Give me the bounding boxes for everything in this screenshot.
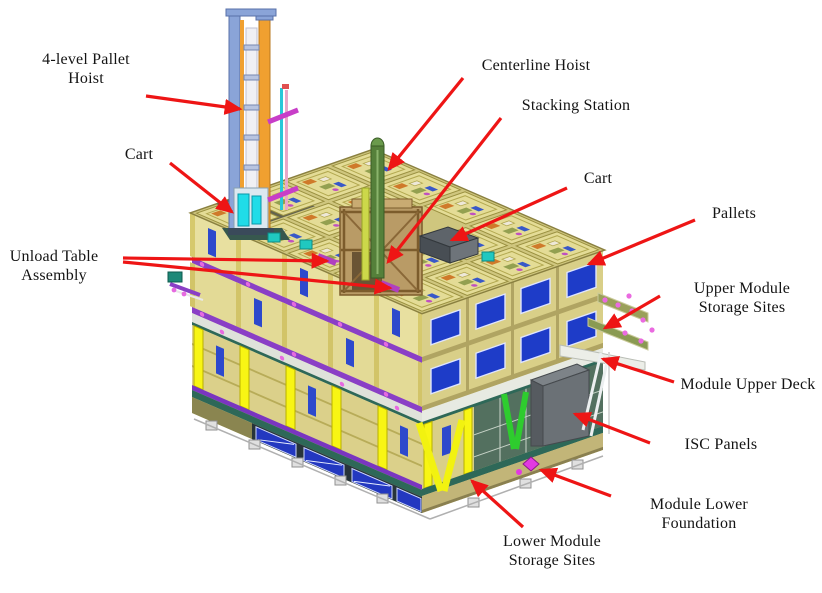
centerline-hoist-model (361, 137, 385, 281)
callout-module-lower-foundation: Module Lower Foundation (650, 495, 748, 533)
callout-label: Assembly (21, 267, 87, 284)
green-brace (501, 391, 529, 450)
callout-label: Hoist (68, 70, 104, 87)
callout-label: Storage Sites (698, 299, 786, 316)
callout-label: Cart (124, 146, 154, 163)
arrow-pallet-hoist (145, 94, 243, 115)
callout-label: Cart (583, 170, 613, 187)
arrow-lower-foundation (538, 467, 612, 498)
callout-cart-right: Cart (584, 169, 612, 188)
module-left-face (190, 212, 423, 513)
callout-lower-module-storage-sites: Lower Module Storage Sites (503, 532, 601, 570)
callout-label: Lower Module (503, 533, 601, 550)
callout-cart-upper-left: Cart (125, 145, 153, 164)
callout-label: 4-level Pallet (42, 51, 130, 68)
arrow-pallets (586, 218, 696, 266)
callout-label: Unload Table (9, 248, 99, 265)
yellow-brace (415, 419, 466, 493)
arrow-lower-storage-sites (470, 479, 525, 529)
arrow-unload-table-1 (122, 252, 330, 269)
module-block-model (167, 8, 655, 520)
arrow-unload-table-2 (122, 260, 393, 295)
arrow-cart-upper-left (169, 161, 235, 214)
callout-label: Stacking Station (521, 97, 631, 114)
hoist-cart-model (228, 187, 274, 235)
arrow-module-upper-deck (600, 356, 675, 384)
callout-4-level-pallet-hoist: 4-level Pallet Hoist (42, 50, 130, 88)
pallet-hoist-model (222, 8, 290, 240)
callout-label: Module Lower (650, 496, 748, 513)
callout-label: Upper Module (693, 280, 791, 297)
arrow-isc-panels (572, 412, 651, 445)
callout-module-upper-deck: Module Upper Deck (681, 375, 816, 394)
callout-arrows (122, 76, 696, 529)
keel-lines (193, 418, 604, 520)
callout-label: Module Upper Deck (680, 376, 816, 393)
callout-isc-panels: ISC Panels (685, 435, 758, 454)
callout-unload-table-assembly: Unload Table Assembly (10, 247, 99, 285)
callout-stacking-station: Stacking Station (522, 96, 631, 115)
callout-label: Storage Sites (508, 552, 596, 569)
callout-label: Foundation (661, 515, 737, 532)
arrow-cart-right (449, 186, 568, 242)
cyan-equipment-box (267, 232, 281, 243)
lower-foundation-marker (516, 456, 540, 475)
callout-label: ISC Panels (684, 436, 758, 453)
cyan-equipment-box (299, 239, 313, 250)
left-corner-rail-stub (167, 271, 204, 301)
callout-upper-module-storage-sites: Upper Module Storage Sites (694, 279, 790, 317)
auxiliary-mast-model (267, 84, 299, 210)
arrow-centerline-hoist (387, 76, 465, 171)
callout-pallets: Pallets (712, 204, 756, 223)
callout-label: Pallets (711, 205, 757, 222)
callout-label: Centerline Hoist (481, 57, 591, 74)
deck-cart-model (418, 226, 480, 264)
arrow-stacking-station (386, 117, 503, 265)
arrow-upper-storage-sites (602, 294, 661, 330)
cyan-equipment-box (481, 251, 495, 262)
callout-centerline-hoist: Centerline Hoist (482, 56, 591, 75)
